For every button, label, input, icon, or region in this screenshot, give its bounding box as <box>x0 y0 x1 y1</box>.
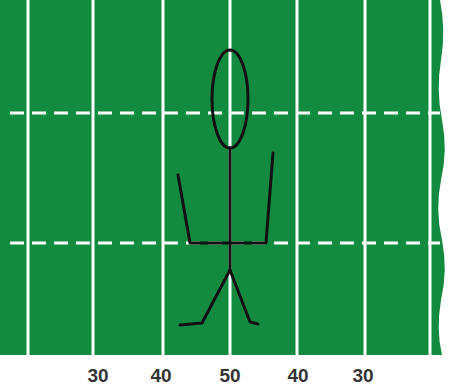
hash-lines <box>10 113 440 243</box>
field-ground <box>0 0 445 355</box>
yard-number: 40 <box>150 366 171 385</box>
yard-lines <box>28 0 430 355</box>
yard-number: 30 <box>87 366 108 385</box>
yard-number: 50 <box>219 366 240 385</box>
yard-number: 30 <box>352 366 373 385</box>
yard-number: 40 <box>287 366 308 385</box>
stick-figure <box>178 50 273 325</box>
